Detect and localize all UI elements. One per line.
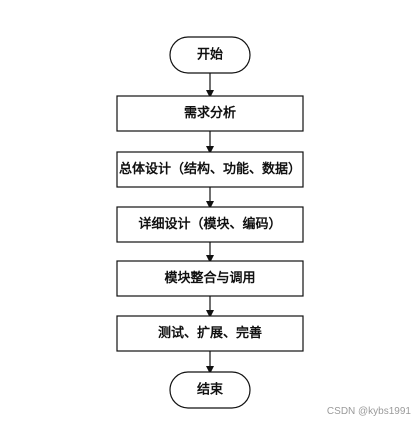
step-1-node: 需求分析 <box>116 95 304 132</box>
start-label: 开始 <box>197 47 223 63</box>
step-3-label: 详细设计（模块、编码） <box>138 216 281 232</box>
end-label: 结束 <box>197 382 224 398</box>
start-node: 开始 <box>169 36 251 74</box>
step-1-label: 需求分析 <box>184 105 236 121</box>
end-node: 结束 <box>169 371 251 409</box>
step-5-node: 测试、扩展、完善 <box>116 315 304 352</box>
step-2-label: 总体设计（结构、功能、数据） <box>119 161 301 177</box>
step-4-node: 模块整合与调用 <box>116 260 304 297</box>
step-4-label: 模块整合与调用 <box>164 270 255 286</box>
watermark: CSDN @kybs1991 <box>326 406 411 417</box>
step-3-node: 详细设计（模块、编码） <box>116 206 304 243</box>
step-2-node: 总体设计（结构、功能、数据） <box>116 151 304 188</box>
step-5-label: 测试、扩展、完善 <box>158 325 262 341</box>
